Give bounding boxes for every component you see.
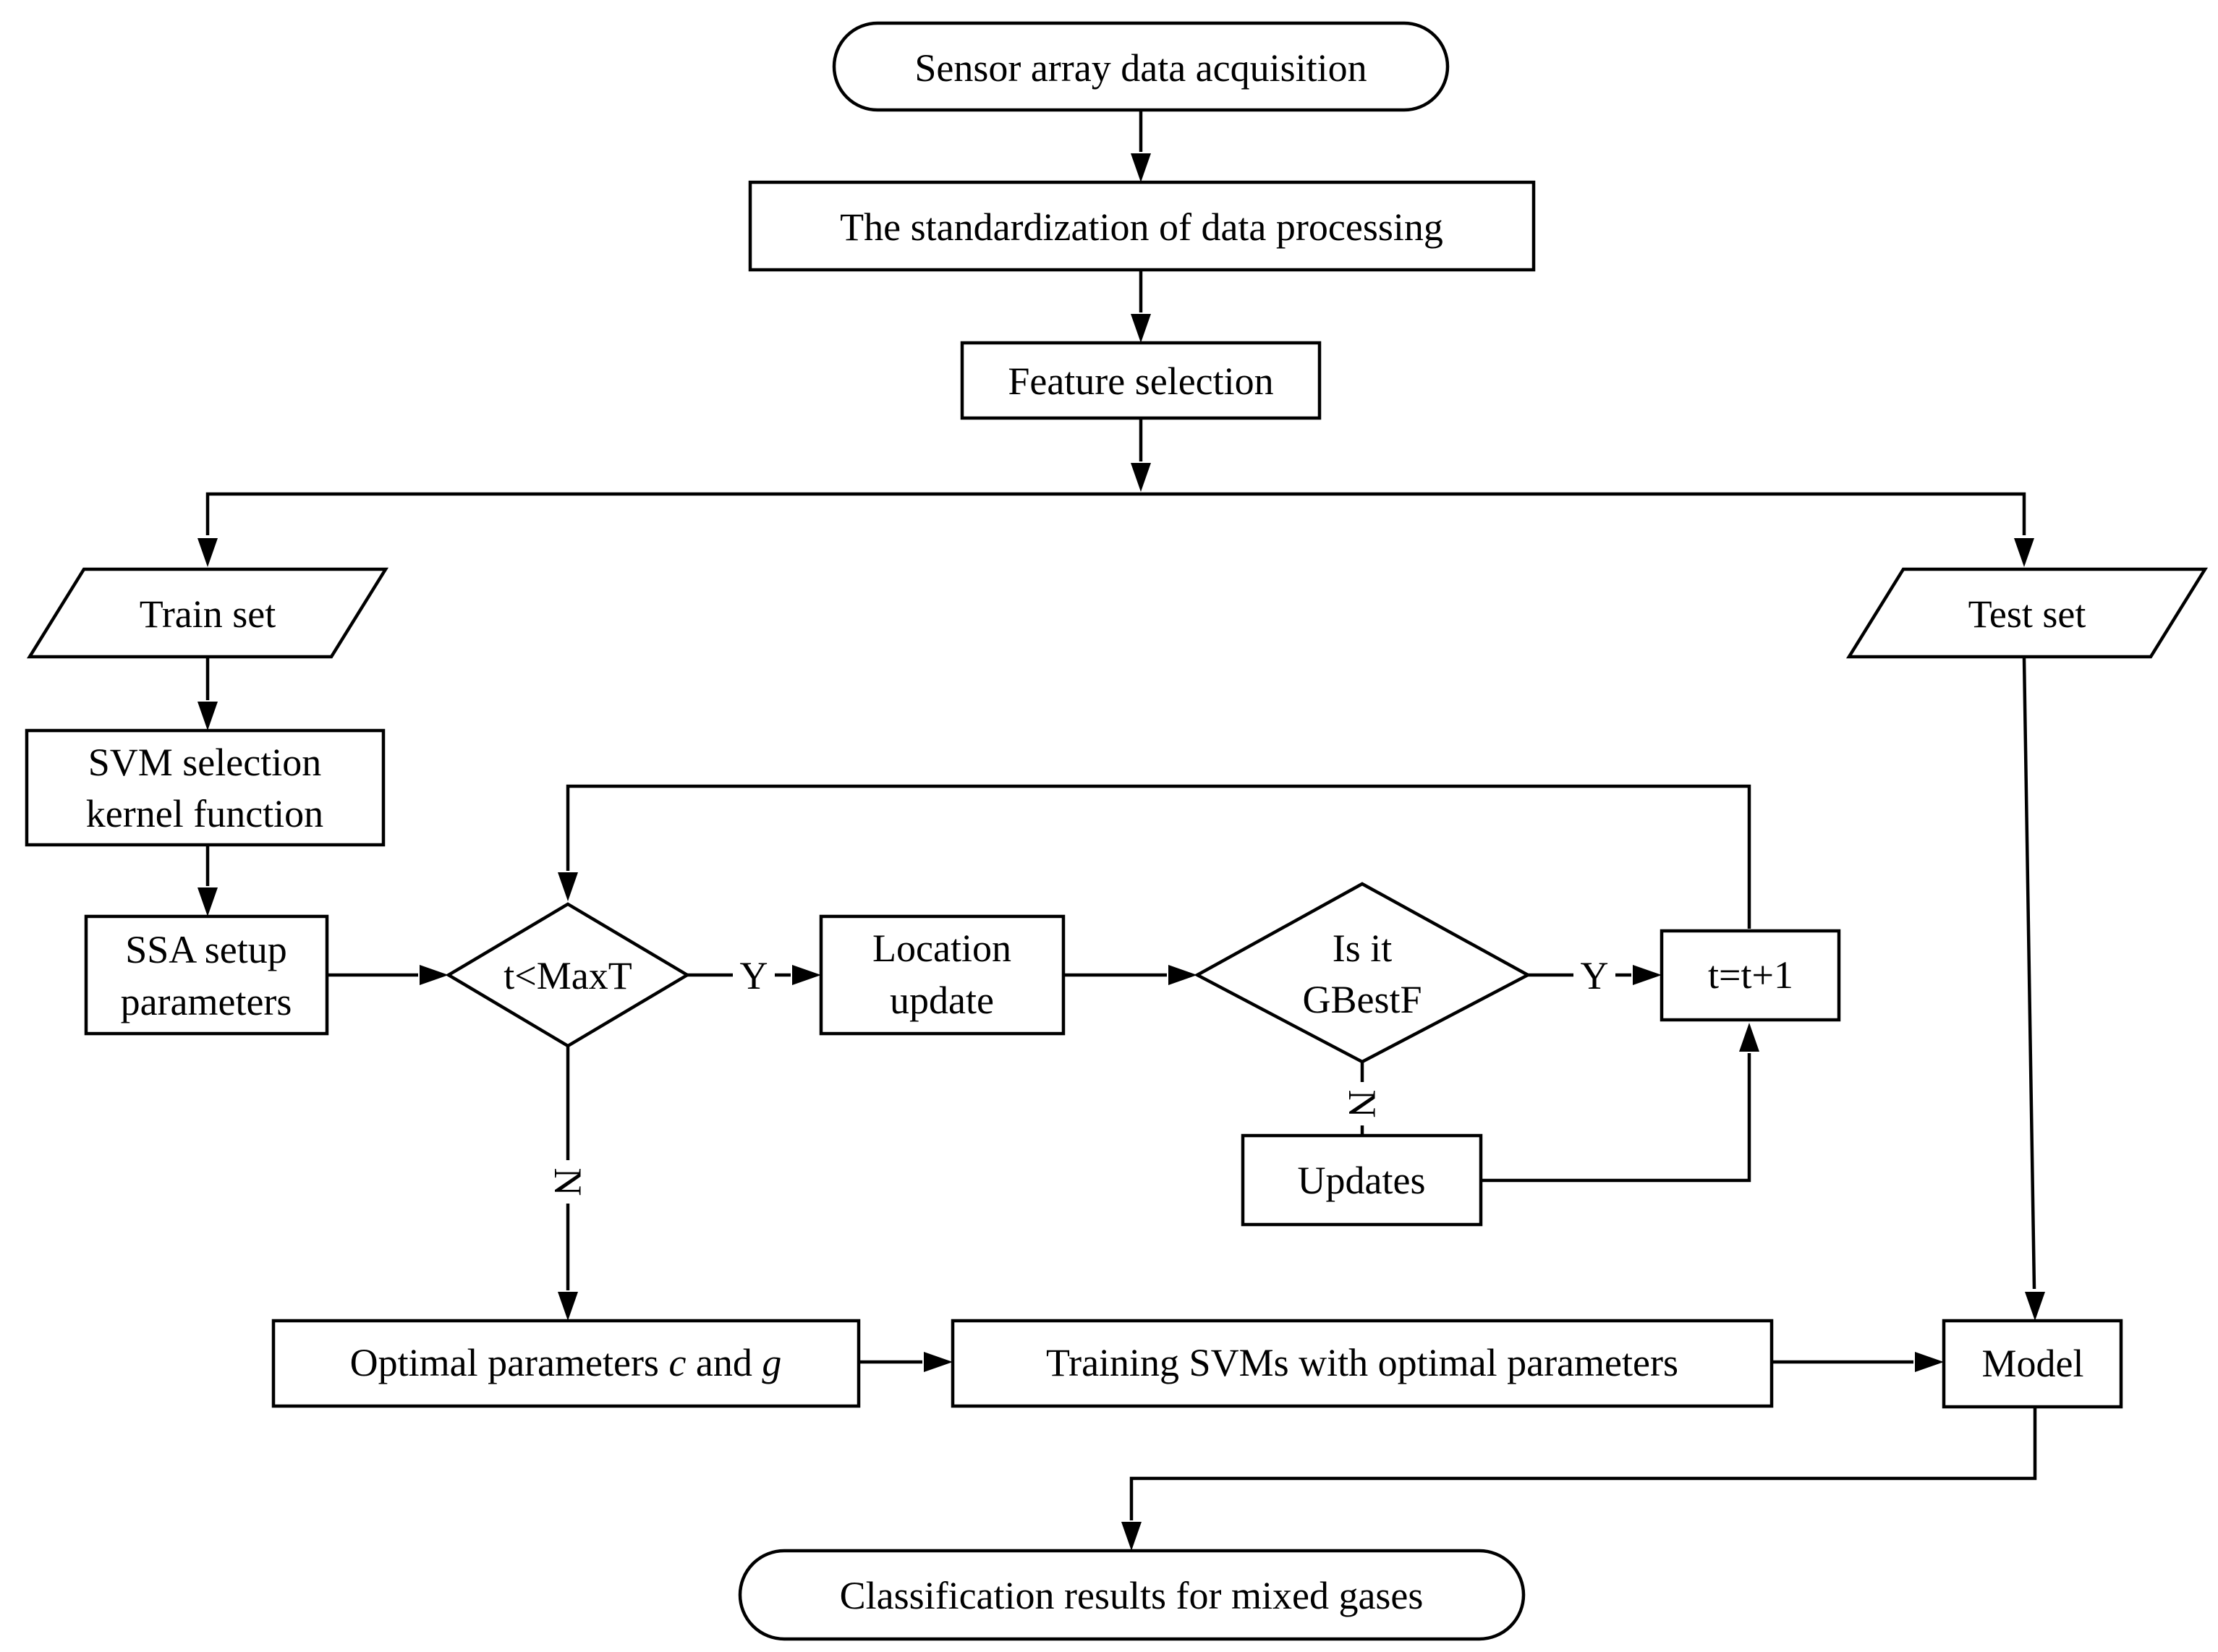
node-model-label: Model	[1982, 1342, 2084, 1385]
node-updates-label: Updates	[1298, 1159, 1426, 1202]
edge-label-maxt-no: N	[546, 1168, 590, 1196]
optimal-params-middle: and	[686, 1341, 762, 1384]
edge-updates-to-increment-arrowhead	[1739, 1023, 1759, 1052]
optimal-params-prefix: Optimal parameters	[350, 1341, 669, 1384]
node-updates: Updates	[1241, 1133, 1483, 1227]
node-optimal-params: Optimal parameters c and g	[271, 1319, 861, 1408]
node-decision-gbest: Is it GBestF	[1194, 882, 1531, 1064]
node-feature-selection-label: Feature selection	[1008, 359, 1273, 403]
node-training-label: Training SVMs with optimal parameters	[1046, 1341, 1678, 1384]
optimal-params-var-g: g	[762, 1341, 781, 1384]
node-standardization: The standardization of data processing	[748, 180, 1536, 272]
edge-updates-to-increment	[1481, 1053, 1751, 1183]
optimal-params-var-c: c	[668, 1341, 686, 1384]
node-standardization-label: The standardization of data processing	[840, 205, 1443, 249]
edge-optimal-to-training-arrowhead	[924, 1352, 953, 1372]
node-decision-maxt-label: t<MaxT	[503, 954, 632, 997]
edge-maxt-yes-arrowhead	[792, 965, 821, 985]
node-svm-kernel-line-2: kernel function	[86, 792, 323, 835]
edge-loop-back	[566, 784, 1751, 929]
node-location-update-line-1: Location	[872, 927, 1011, 970]
edge-training-to-model-arrowhead	[1915, 1352, 1944, 1372]
node-test-set: Test set	[1845, 567, 2209, 659]
node-end-label: Classification results for mixed gases	[840, 1574, 1424, 1617]
edge-location-to-gbest-arrowhead	[1168, 965, 1197, 985]
edge-ssa-to-maxt-arrowhead	[420, 965, 449, 985]
connectors	[197, 110, 2045, 1551]
node-location-update-line-2: update	[890, 979, 994, 1022]
edge-svm-to-ssa-arrowhead	[197, 887, 218, 916]
node-optimal-params-label: Optimal parameters c and g	[350, 1341, 782, 1384]
edge-label-gbest-yes: Y	[1581, 954, 1609, 997]
node-model: Model	[1942, 1319, 2123, 1409]
node-feature-selection: Feature selection	[960, 341, 1322, 420]
nodes: Sensor array data acquisition The standa…	[25, 21, 2209, 1641]
edge-label-maxt-yes: Y	[740, 954, 768, 997]
node-ssa-setup-line-2: parameters	[121, 980, 292, 1023]
node-increment-label: t=t+1	[1708, 953, 1793, 997]
edge-test-to-model	[2022, 657, 2036, 1290]
node-decision-gbest-line-2: GBestF	[1302, 978, 1422, 1021]
node-increment: t=t+1	[1660, 929, 1841, 1022]
node-start: Sensor array data acquisition	[832, 21, 1450, 112]
edge-test-to-model-arrowhead	[2025, 1292, 2045, 1321]
edge-gbest-yes-arrowhead	[1633, 965, 1662, 985]
node-decision-gbest-line-1: Is it	[1333, 927, 1393, 970]
edge-train-to-svm-arrowhead	[197, 702, 218, 731]
edge-split-to-train-arrowhead	[197, 538, 218, 567]
edge-split-branches	[205, 492, 2026, 535]
edge-loop-back-arrowhead	[558, 872, 578, 901]
node-end: Classification results for mixed gases	[738, 1549, 1526, 1641]
edge-standardization-to-feature-arrowhead	[1131, 314, 1151, 343]
edge-maxt-no-arrowhead	[558, 1292, 578, 1321]
node-start-label: Sensor array data acquisition	[914, 46, 1367, 90]
edge-labels: Y Y N N	[546, 953, 1615, 1204]
edge-split-to-test-arrowhead	[2014, 538, 2034, 567]
edge-label-gbest-no: N	[1340, 1090, 1384, 1118]
node-svm-kernel-line-1: SVM selection	[88, 741, 321, 784]
node-ssa-setup-line-1: SSA setup	[125, 928, 287, 971]
edge-model-to-end-arrowhead	[1121, 1522, 1142, 1551]
node-train-set: Train set	[26, 567, 389, 659]
node-train-set-label: Train set	[140, 592, 276, 636]
node-training: Training SVMs with optimal parameters	[951, 1319, 1774, 1408]
edge-feature-to-split-arrowhead	[1131, 463, 1151, 492]
node-svm-kernel: SVM selection kernel function	[25, 728, 386, 847]
node-location-update: Location update	[819, 914, 1066, 1036]
edge-model-to-end	[1129, 1407, 2037, 1520]
edge-start-to-standardization-arrowhead	[1131, 153, 1151, 182]
node-ssa-setup: SSA setup parameters	[84, 914, 329, 1036]
node-test-set-label: Test set	[1968, 592, 2086, 636]
node-decision-maxt: t<MaxT	[445, 902, 691, 1048]
